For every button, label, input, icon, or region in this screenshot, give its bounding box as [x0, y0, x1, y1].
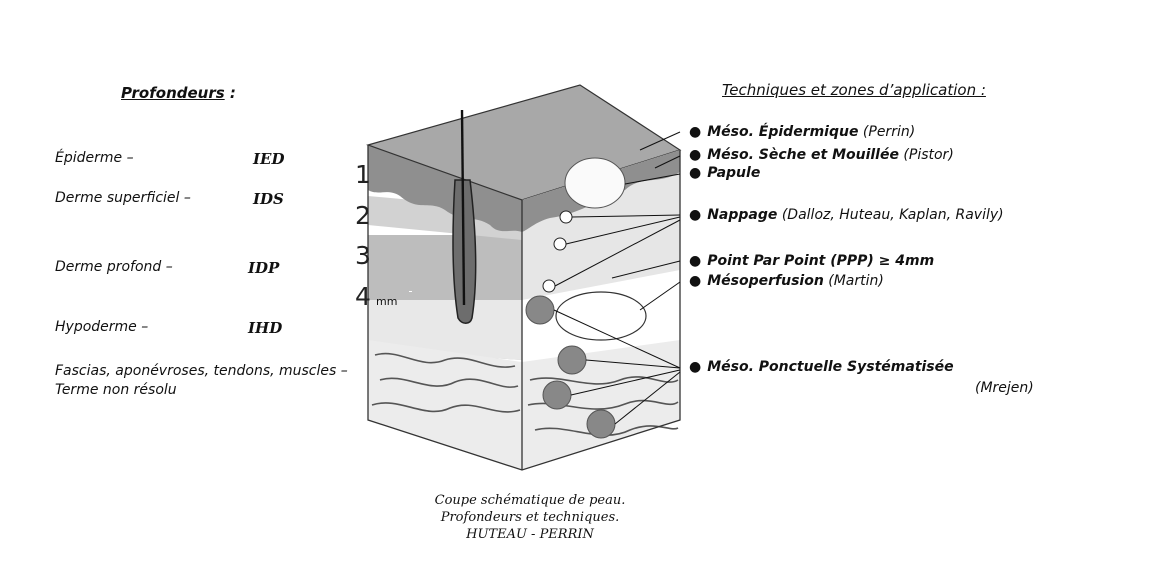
depth-code-ied: IED: [253, 150, 285, 168]
technique-name: Papule: [707, 165, 761, 181]
layer-number-4-group: 4 mm: [355, 282, 397, 311]
technique-author: (Martin): [823, 273, 884, 289]
figure-caption: Coupe schématique de peau. Profondeurs e…: [380, 492, 680, 543]
bullet: ●: [689, 124, 702, 140]
hair-shaft: [460, 109, 466, 306]
technique-name: Méso. Sèche et Mouillée: [707, 147, 899, 163]
techniques-title: Techniques et zones d’application :: [722, 81, 986, 99]
layer-number-2: 2: [355, 201, 371, 230]
technique-meso-ponctuelle: ● Méso. Ponctuelle Systématisée: [689, 359, 954, 375]
cube-outline: [367, 145, 681, 471]
technique-mesoperfusion: ● Mésoperfusion (Martin): [689, 273, 884, 289]
papule-bubble: [564, 157, 626, 209]
depth-label-fascias: Fascias, aponévroses, tendons, muscles –…: [55, 363, 348, 398]
systematic-dot: [586, 409, 616, 439]
bullet: ●: [689, 207, 702, 223]
technique-name: Mésoperfusion: [707, 273, 824, 289]
technique-name: Méso. Ponctuelle Systématisée: [707, 359, 954, 375]
depths-title: Profondeurs :: [121, 84, 236, 102]
caption-line-3: HUTEAU - PERRIN: [466, 527, 594, 542]
technique-name: Méso. Épidermique: [707, 124, 859, 140]
bullet: ●: [689, 359, 702, 375]
layer-epidermis: [368, 145, 522, 232]
technique-nappage: ● Nappage (Dalloz, Huteau, Kaplan, Ravily…: [689, 207, 1004, 223]
depth-code-ihd: IHD: [248, 319, 283, 337]
caption-line-1: Coupe schématique de peau.: [434, 493, 626, 508]
layer-hypodermis: [368, 300, 522, 360]
mm-unit-label: mm: [376, 295, 398, 308]
technique-name: Point Par Point (PPP) ≥ 4mm: [707, 253, 935, 269]
bullet: ●: [689, 253, 702, 269]
depth-label-hypodermis: Hypoderme –: [55, 319, 149, 335]
bullet: ●: [689, 273, 702, 289]
technique-papule: ● Papule: [689, 165, 760, 181]
technique-name: Nappage: [707, 207, 778, 223]
bullet: ●: [689, 147, 702, 163]
tissue-texture: [371, 352, 679, 436]
technique-author: (Mrejen): [975, 380, 1034, 396]
layer-number-3: 3: [355, 241, 371, 270]
depth-label-superficial-dermis: Derme superficiel –: [55, 190, 191, 206]
caption-line-2: Profondeurs et techniques.: [440, 510, 620, 525]
layer-number-4: 4: [355, 282, 371, 311]
leader-lines: [553, 131, 681, 425]
technique-point-par-point: ● Point Par Point (PPP) ≥ 4mm: [689, 253, 934, 269]
technique-author: (Pistor): [898, 147, 954, 163]
layer-number-1: 1: [355, 160, 371, 189]
ppp-dot: [542, 279, 556, 293]
depth-label-deep-dermis: Derme profond –: [55, 259, 173, 275]
technique-meso-epidermique: ● Méso. Épidermique (Perrin): [689, 124, 915, 140]
nappage-dot: [553, 237, 567, 251]
depth-code-ids: IDS: [253, 190, 284, 208]
depth-label-epidermis: Épiderme –: [55, 150, 134, 166]
technique-meso-ponctuelle-author: (Mrejen): [975, 380, 1034, 396]
technique-author: (Perrin): [858, 124, 916, 140]
bullet: ●: [689, 165, 702, 181]
depth-code-idp: IDP: [248, 259, 280, 277]
systematic-dot: [525, 295, 555, 325]
mesoperfusion-bubble: [555, 291, 647, 341]
technique-author: (Dalloz, Huteau, Kaplan, Ravily): [777, 207, 1004, 223]
nappage-dot: [559, 210, 573, 224]
systematic-dot: [542, 380, 572, 410]
systematic-dot: [557, 345, 587, 375]
technique-meso-seche-mouillee: ● Méso. Sèche et Mouillée (Pistor): [689, 147, 954, 163]
